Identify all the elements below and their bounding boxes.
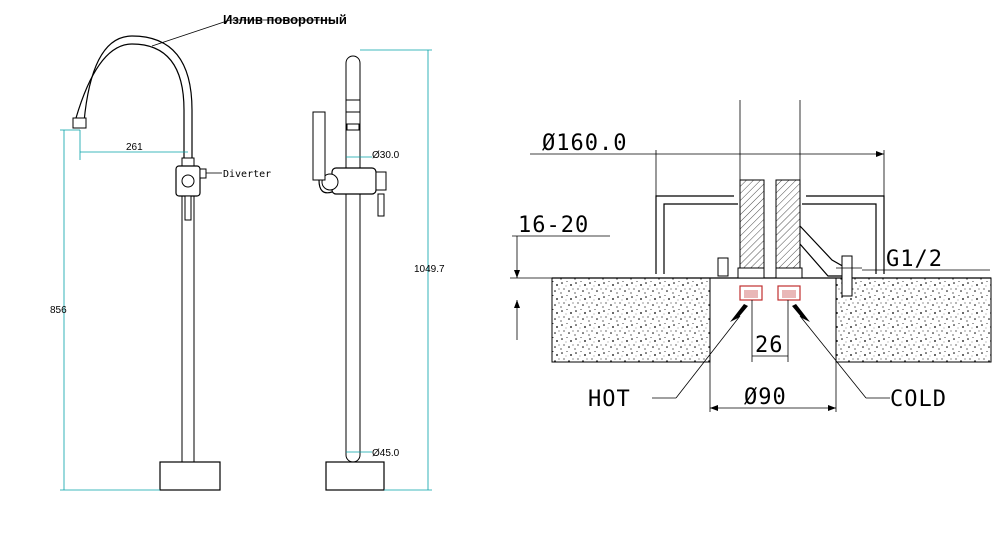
spout: [75, 43, 185, 158]
cold-pipe: [775, 179, 801, 275]
thread-size: G1/2: [886, 247, 943, 272]
floor-left: [551, 277, 711, 363]
pipe-spacing: 26: [755, 333, 784, 358]
spout-tip: [72, 117, 87, 129]
fittings: [730, 267, 810, 322]
spout-height-dimension: 856: [50, 305, 67, 316]
hole-diameter: Ø90: [744, 385, 787, 410]
base-plate: [159, 461, 221, 491]
hot-pipe: [739, 179, 765, 275]
side-mixer: [331, 167, 377, 195]
cold-label: COLD: [890, 387, 947, 412]
installation-section: Ø160.0 16-20 G1/2 26 Ø90 HOT COLD: [510, 100, 992, 412]
spout-label: Излив поворотный: [223, 12, 347, 27]
side-view: Ø30.0 Ø45.0 1049.7: [312, 49, 445, 491]
hand-shower: [312, 111, 326, 181]
handle-lever: [184, 195, 192, 221]
total-height-dimension: 1049.7: [414, 264, 445, 275]
side-base-plate: [325, 461, 385, 491]
handle-knob: [181, 174, 195, 188]
diverter-label: Diverter: [223, 169, 271, 180]
hot-label: HOT: [588, 387, 631, 412]
reach-dimension: 261: [126, 142, 143, 153]
front-view: Излив поворотный Diverter 261 856: [50, 12, 347, 491]
floor-depth: 16-20: [518, 213, 589, 238]
flange-diameter: Ø160.0: [542, 131, 627, 156]
side-column: [345, 55, 361, 463]
base-diameter: Ø45.0: [372, 448, 400, 459]
diverter-button: [199, 168, 207, 179]
floor-right: [835, 277, 992, 363]
body-diameter: Ø30.0: [372, 150, 400, 161]
